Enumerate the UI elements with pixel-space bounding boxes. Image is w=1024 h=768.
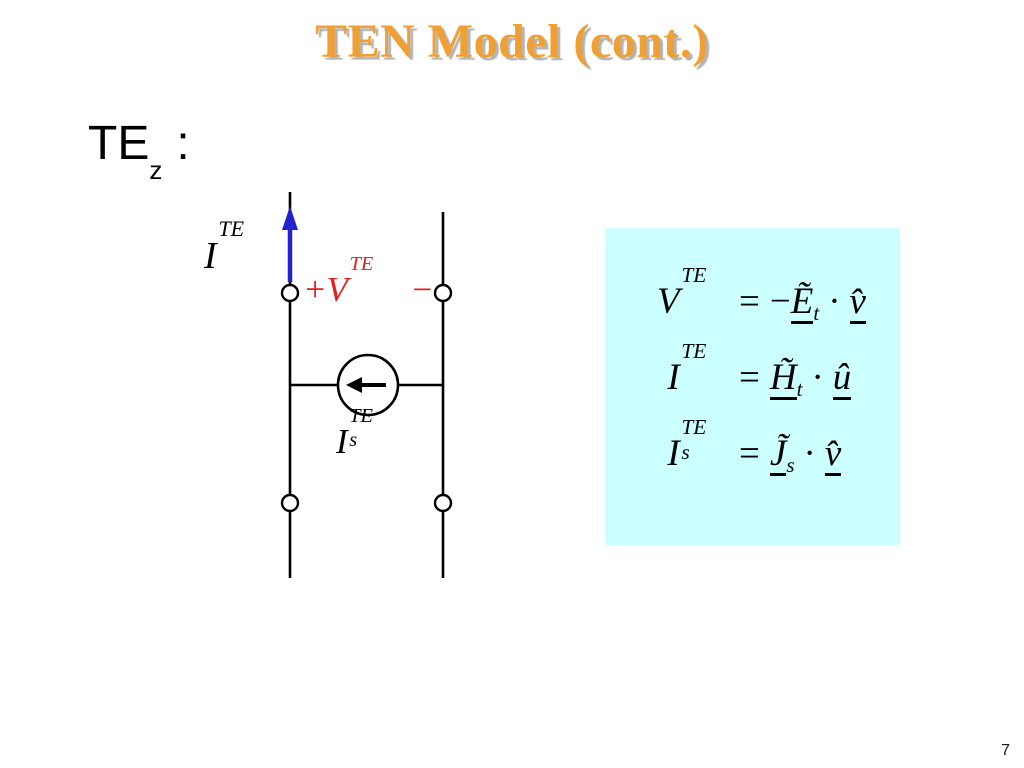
formula-lhs-base: I bbox=[667, 433, 680, 474]
equals-sign: = bbox=[739, 433, 760, 474]
mode-label: TEz: bbox=[88, 116, 190, 185]
current-label-base: I bbox=[204, 235, 217, 277]
mode-label-subscript: z bbox=[149, 154, 163, 185]
dot-operator: · bbox=[803, 433, 816, 474]
current-direction-arrow-head bbox=[282, 206, 298, 230]
formula-lhs-base: I bbox=[667, 357, 680, 398]
formula-rhs-subscript: t bbox=[813, 301, 820, 326]
formula-rhs-unit-vector: v̂ bbox=[824, 433, 842, 476]
voltage-label-superscript: TE bbox=[349, 253, 374, 276]
voltage-minus-sign: − bbox=[410, 270, 434, 309]
formula-lhs-base: V bbox=[657, 281, 680, 322]
negative-sign: − bbox=[769, 281, 791, 322]
dot-operator: · bbox=[811, 357, 824, 398]
formula-lhs-superscript: TE bbox=[681, 262, 707, 287]
mode-label-base: TE bbox=[88, 117, 150, 170]
terminal-bottom-left bbox=[280, 493, 300, 513]
source-label-subscript: s bbox=[349, 429, 358, 452]
formula-rhs-unit-vector: û bbox=[832, 357, 852, 400]
current-source-arrow-head bbox=[346, 377, 362, 393]
page-number: 7 bbox=[1001, 742, 1010, 759]
terminal-top-right bbox=[433, 283, 453, 303]
dot-operator: · bbox=[828, 281, 841, 322]
voltage-label-base: V bbox=[326, 270, 349, 309]
equals-sign: = bbox=[739, 281, 760, 322]
formula-rhs-field: J̃ bbox=[769, 433, 787, 476]
equals-sign: = bbox=[739, 357, 760, 398]
formula-rhs-subscript: s bbox=[786, 453, 795, 478]
slide-title: TEN Model (cont.) bbox=[315, 15, 709, 68]
formula-rhs-field: H̃ bbox=[769, 357, 797, 400]
voltage-plus-sign: + bbox=[303, 270, 327, 309]
source-label-superscript: TE bbox=[349, 405, 373, 428]
formula-rhs-subscript: t bbox=[796, 377, 803, 402]
formula-lhs-subscript: s bbox=[681, 439, 690, 464]
formula-lhs-superscript: TE bbox=[681, 414, 707, 439]
terminal-top-left bbox=[280, 283, 300, 303]
mode-label-colon: : bbox=[176, 117, 190, 170]
terminal-bottom-right bbox=[433, 493, 453, 513]
formula-rhs-unit-vector: v̂ bbox=[849, 281, 866, 324]
formula-lhs-superscript: TE bbox=[681, 338, 707, 363]
source-label-base: I bbox=[336, 422, 348, 461]
current-label-superscript: TE bbox=[218, 216, 245, 242]
formula-rhs-field: Ẽ bbox=[790, 281, 814, 324]
